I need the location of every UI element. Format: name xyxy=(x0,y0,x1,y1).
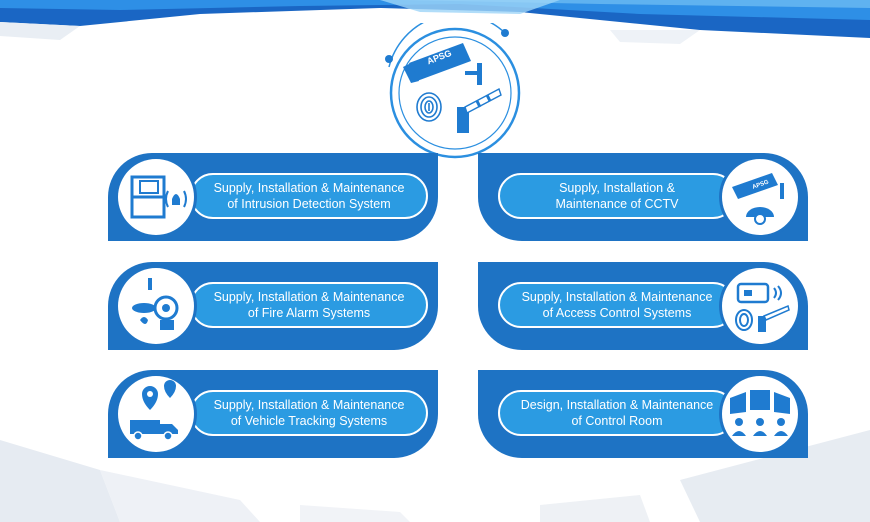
service-line2: of Intrusion Detection System xyxy=(227,197,391,211)
cctv-icon: APSG xyxy=(722,159,798,235)
service-line2: of Fire Alarm Systems xyxy=(247,306,371,320)
service-line1: Supply, Installation & Maintenance xyxy=(213,398,405,412)
service-line2: of Access Control Systems xyxy=(542,306,692,320)
service-line1: Supply, Installation & Maintenance xyxy=(213,290,405,304)
center-fingerprint-icon xyxy=(416,92,442,122)
service-card-intrusion-detection[interactable]: Supply, Installation & Maintenance of In… xyxy=(108,153,438,241)
vehicle-tracking-icon xyxy=(118,376,194,452)
fire-alarm-icon xyxy=(118,268,194,344)
service-card-control-room[interactable]: Design, Installation & Maintenance of Co… xyxy=(478,370,808,458)
service-card-vehicle-tracking[interactable]: Supply, Installation & Maintenance of Ve… xyxy=(108,370,438,458)
intrusion-detection-icon xyxy=(118,159,194,235)
service-line2: of Vehicle Tracking Systems xyxy=(230,414,388,428)
service-line2: of Control Room xyxy=(571,414,663,428)
access-control-icon xyxy=(722,268,798,344)
center-barrier-icon xyxy=(457,87,502,133)
cctv-camera-text: APSG xyxy=(752,179,770,191)
service-line1: Supply, Installation & Maintenance xyxy=(213,181,405,195)
service-line1: Supply, Installation & Maintenance xyxy=(521,290,713,304)
service-card-fire-alarm[interactable]: Supply, Installation & Maintenance of Fi… xyxy=(108,262,438,350)
service-card-access-control[interactable]: Supply, Installation & Maintenance of Ac… xyxy=(478,262,808,350)
control-room-icon xyxy=(722,376,798,452)
service-line1: Design, Installation & Maintenance xyxy=(520,398,714,412)
service-card-cctv[interactable]: Supply, Installation & Maintenance of CC… xyxy=(478,153,808,241)
center-security-logo: APSG xyxy=(381,13,529,163)
service-line1: Supply, Installation & xyxy=(559,181,675,195)
service-line2: Maintenance of CCTV xyxy=(555,197,679,211)
